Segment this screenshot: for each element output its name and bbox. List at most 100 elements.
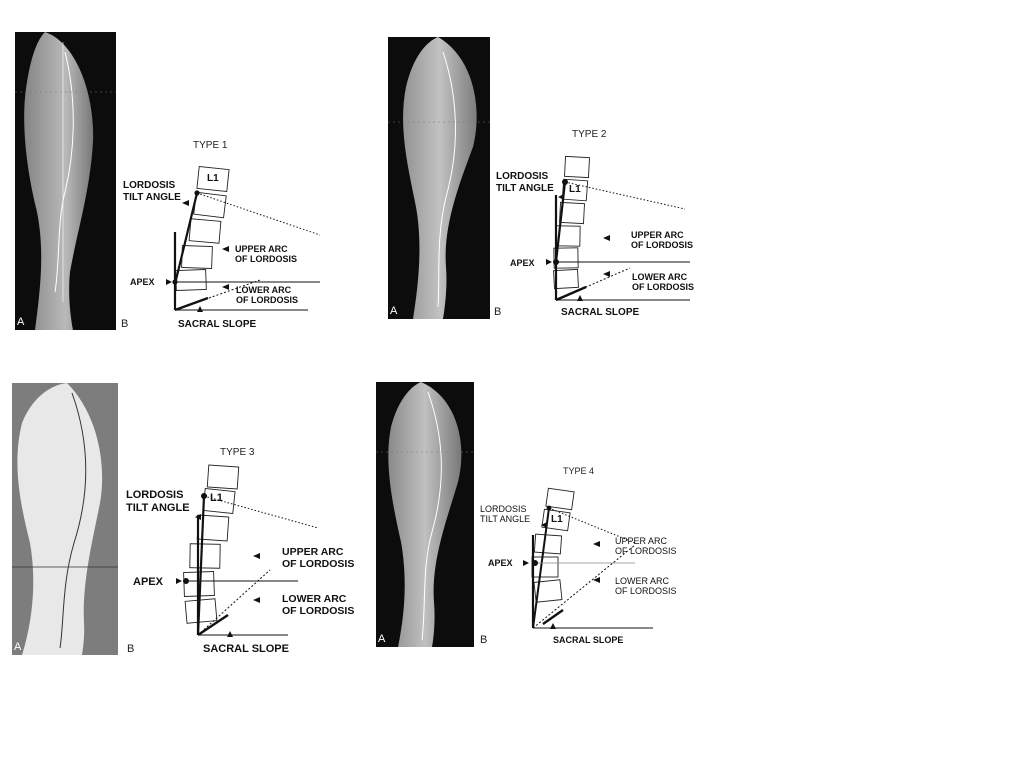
l1-point <box>201 493 207 499</box>
arrow-lower-arc <box>593 577 600 583</box>
vertebra <box>189 543 221 569</box>
arrow-lordosis <box>182 200 189 206</box>
diagram-label-b: B <box>127 643 135 655</box>
vertebra <box>193 191 227 219</box>
diagram-label-b: B <box>480 634 488 646</box>
image-label-a: A <box>378 633 386 645</box>
panel-title: TYPE 2 <box>572 129 607 140</box>
apex-label: APEX <box>488 558 513 568</box>
apex-point <box>183 578 189 584</box>
vertebra <box>184 598 218 624</box>
lordosis-diagram-type-1 <box>166 165 321 312</box>
sacral-slope-line <box>542 609 564 625</box>
tilt-angle-line <box>532 507 550 629</box>
arrow-upper-arc <box>603 235 610 241</box>
xray-silhouette <box>388 37 490 319</box>
vertebra-label-l1: L1 <box>551 514 563 525</box>
apex-label: APEX <box>133 576 163 588</box>
arrow-lordosis <box>541 522 547 528</box>
panel-title: TYPE 4 <box>563 466 595 476</box>
vertebra <box>533 533 563 555</box>
l1-point <box>562 179 568 185</box>
apex-point <box>172 279 178 285</box>
lower-arc-line <box>532 544 636 629</box>
xray-silhouette <box>15 32 116 330</box>
lordosis-diagram-type-3 <box>176 464 319 637</box>
apex-point <box>553 259 559 265</box>
arrow-upper-arc <box>593 541 600 547</box>
arrow-sacral <box>550 623 556 629</box>
arrow-apex <box>523 560 529 566</box>
arrow-sacral <box>227 631 233 637</box>
arrow-lordosis <box>558 194 564 200</box>
l1-point <box>546 505 552 511</box>
lordosis-diagram-type-4 <box>523 487 653 629</box>
sacral-slope-line <box>197 614 229 636</box>
image-label-a: A <box>17 316 25 328</box>
arrow-upper-arc <box>222 246 229 252</box>
tilt-angle-line <box>173 192 199 285</box>
xray-image-type-3: A <box>12 383 118 655</box>
sacral-slope-label: SACRAL SLOPE <box>553 635 624 645</box>
upper-arc-tangent <box>548 507 636 544</box>
tilt-angle-line <box>554 181 567 263</box>
xray-image-type-4: A <box>376 382 474 647</box>
vertebra <box>564 155 590 179</box>
xray-silhouette <box>12 383 118 655</box>
apex-point <box>532 560 538 566</box>
vertebra <box>188 218 222 244</box>
panel-title: TYPE 1 <box>193 140 228 151</box>
arrow-lower-arc <box>222 284 229 290</box>
arrow-apex <box>546 259 552 265</box>
arrow-lower-arc <box>603 271 610 277</box>
upper-arc-tangent <box>196 192 321 236</box>
sacral-slope-label: SACRAL SLOPE <box>561 307 640 318</box>
vertebra-label-l1: L1 <box>210 492 223 504</box>
upper-arc-tangent <box>564 181 686 210</box>
vertebra <box>206 464 240 490</box>
l1-point <box>194 190 200 196</box>
vertebra <box>181 245 213 269</box>
vertebra <box>559 201 585 225</box>
image-label-a: A <box>390 305 398 317</box>
panel-title: TYPE 3 <box>220 447 255 458</box>
vertebra-label-l1: L1 <box>569 184 581 195</box>
vertebra-l1 <box>196 165 230 193</box>
upper-arc-tangent <box>203 495 319 529</box>
vertebra <box>553 268 579 290</box>
image-label-a: A <box>14 641 22 653</box>
arrow-apex <box>176 578 182 584</box>
diagram-label-b: B <box>494 306 502 318</box>
xray-image-type-2: A <box>388 37 490 319</box>
arrow-sacral <box>197 306 203 312</box>
vertebra <box>545 487 575 511</box>
vertebra-label-l1: L1 <box>207 173 219 184</box>
sacral-slope-line <box>555 285 587 302</box>
diagram-label-b: B <box>121 318 129 330</box>
vertebra <box>553 247 579 269</box>
tilt-angle-line <box>196 495 206 636</box>
arrow-upper-arc <box>253 553 260 559</box>
xray-image-type-1: A <box>15 32 116 330</box>
vertebra-l1 <box>561 178 589 202</box>
vertebra-l1 <box>541 508 571 532</box>
arrow-lordosis <box>195 514 201 520</box>
vertebra <box>531 556 559 578</box>
apex-label: APEX <box>130 277 155 287</box>
arrow-lower-arc <box>253 597 260 603</box>
lordosis-diagram-type-2 <box>546 155 690 302</box>
sacral-slope-line <box>174 296 209 312</box>
lower-arc-line <box>197 569 271 636</box>
vertebra <box>175 269 207 291</box>
